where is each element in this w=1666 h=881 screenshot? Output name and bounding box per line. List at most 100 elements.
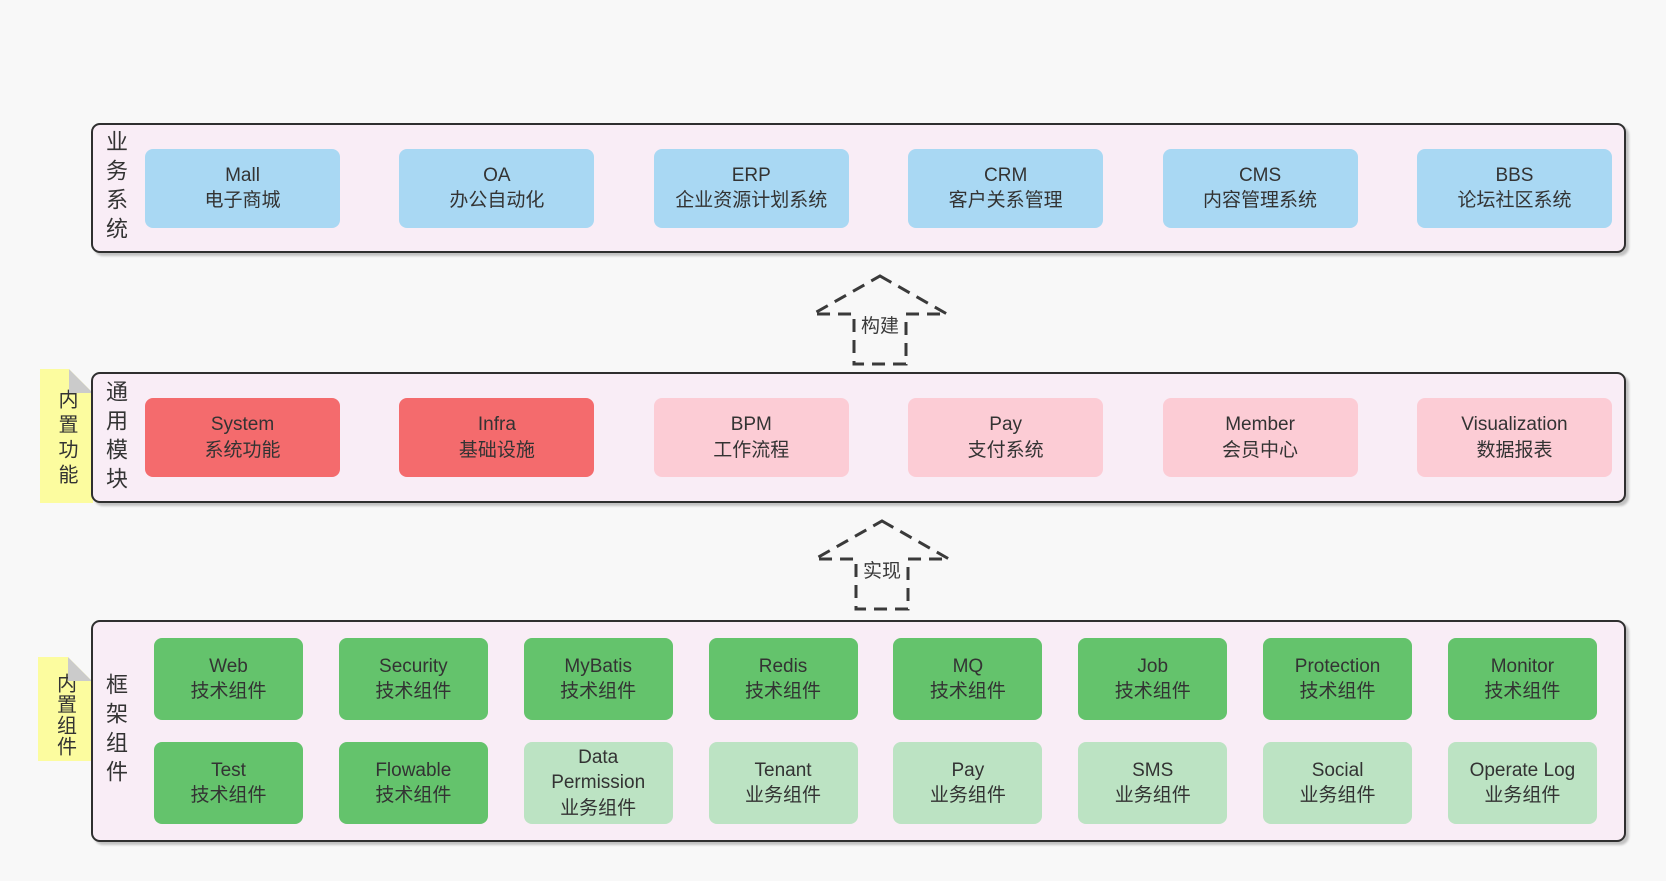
framework-row-1: Web 技术组件 Security 技术组件 MyBatis 技术组件 Redi… <box>154 638 1597 720</box>
section-common-modules: 通用模块 System 系统功能 Infra 基础设施 BPM 工作流程 Pay… <box>91 372 1626 503</box>
box-subtitle: 办公自动化 <box>449 190 545 211</box>
box-title: Data Permission <box>551 747 646 794</box>
section-label-business-systems: 业务系统 <box>103 130 128 246</box>
box-title: Mall <box>225 164 260 186</box>
box-title: Social <box>1311 759 1364 781</box>
section-business-systems: 业务系统 Mall 电子商城 OA 办公自动化 ERP 企业资源计划系统 CRM… <box>91 123 1626 253</box>
box-subtitle: 技术组件 <box>1299 681 1376 702</box>
section-content-business-systems: Mall 电子商城 OA 办公自动化 ERP 企业资源计划系统 CRM 客户关系… <box>137 125 1624 251</box>
arrow-up-icon <box>812 519 952 611</box>
box-flowable: Flowable 技术组件 <box>338 742 488 824</box>
box-subtitle: 业务组件 <box>745 785 822 806</box>
framework-row-2: Test 技术组件 Flowable 技术组件 Data Permission … <box>154 742 1597 824</box>
box-redis: Redis 技术组件 <box>708 638 858 720</box>
box-subtitle: 技术组件 <box>375 681 452 702</box>
section-content-framework-components: Web 技术组件 Security 技术组件 MyBatis 技术组件 Redi… <box>137 622 1624 840</box>
box-subtitle: 技术组件 <box>560 681 637 702</box>
box-member: Member 会员中心 <box>1162 398 1358 477</box>
section-framework-components: 框架组件 Web 技术组件 Security 技术组件 MyBatis 技术组件… <box>91 620 1626 842</box>
box-title: Web <box>209 655 248 677</box>
arrow-implement: 实现 <box>812 518 952 612</box>
box-title: Operate Log <box>1469 759 1576 781</box>
box-subtitle: 技术组件 <box>190 785 267 806</box>
section-label-common-modules: 通用模块 <box>103 379 128 496</box>
box-title: Visualization <box>1461 414 1568 436</box>
box-title: BPM <box>730 414 772 436</box>
note-fold-icon <box>68 657 92 681</box>
box-title: Monitor <box>1490 655 1555 677</box>
box-subtitle: 技术组件 <box>1114 681 1191 702</box>
box-pay: Pay 支付系统 <box>908 398 1104 477</box>
box-subtitle: 业务组件 <box>560 797 637 819</box>
box-pay-business: Pay 业务组件 <box>893 742 1043 824</box>
box-title: ERP <box>731 164 771 186</box>
box-data-permission: Data Permission 业务组件 <box>523 742 673 824</box>
box-subtitle: 数据报表 <box>1476 439 1553 461</box>
box-title: CMS <box>1238 164 1282 186</box>
box-bbs: BBS 论坛社区系统 <box>1416 148 1612 228</box>
box-mybatis: MyBatis 技术组件 <box>523 638 673 720</box>
box-title: MyBatis <box>564 655 632 677</box>
box-title: Test <box>211 759 246 781</box>
box-subtitle: 技术组件 <box>1484 681 1561 702</box>
box-security: Security 技术组件 <box>338 638 488 720</box>
box-subtitle: 内容管理系统 <box>1203 190 1318 211</box>
box-operate-log: Operate Log 业务组件 <box>1447 742 1597 824</box>
box-social: Social 业务组件 <box>1263 742 1413 824</box>
section-content-common-modules: System 系统功能 Infra 基础设施 BPM 工作流程 Pay 支付系统… <box>137 374 1624 501</box>
box-subtitle: 会员中心 <box>1222 439 1299 461</box>
box-subtitle: 技术组件 <box>375 785 452 806</box>
box-title: Infra <box>477 414 516 436</box>
box-title: BBS <box>1495 164 1534 186</box>
arrow-implement-label: 实现 <box>860 556 904 583</box>
box-subtitle: 论坛社区系统 <box>1457 190 1572 211</box>
box-protection: Protection 技术组件 <box>1263 638 1413 720</box>
box-mq: MQ 技术组件 <box>893 638 1043 720</box>
box-subtitle: 业务组件 <box>1299 785 1376 806</box>
sticky-note-text: 内置组件 <box>53 673 76 757</box>
sticky-note-builtin-features: 内置功能 <box>40 369 93 503</box>
box-subtitle: 业务组件 <box>1484 785 1561 806</box>
sticky-note-builtin-components: 内置组件 <box>38 657 92 761</box>
box-subtitle: 基础设施 <box>458 439 535 461</box>
box-system: System 系统功能 <box>145 398 340 477</box>
box-monitor: Monitor 技术组件 <box>1447 638 1597 720</box>
box-title: Protection <box>1294 655 1381 677</box>
box-subtitle: 电子商城 <box>204 190 281 211</box>
box-title: CRM <box>984 164 1028 186</box>
box-subtitle: 客户关系管理 <box>948 190 1063 211</box>
arrow-build: 构建 <box>810 273 950 367</box>
box-job: Job 技术组件 <box>1078 638 1228 720</box>
box-title: Pay <box>951 759 985 781</box>
section-label-framework-components: 框架组件 <box>103 673 128 789</box>
box-sms: SMS 业务组件 <box>1078 742 1228 824</box>
box-visualization: Visualization 数据报表 <box>1416 398 1612 477</box>
box-subtitle: 技术组件 <box>745 681 822 702</box>
box-test: Test 技术组件 <box>154 742 303 824</box>
arrow-build-label: 构建 <box>858 311 902 338</box>
box-title: Member <box>1225 414 1295 436</box>
arrow-up-icon <box>810 274 950 366</box>
box-title: Security <box>379 655 448 677</box>
box-title: Tenant <box>754 759 812 781</box>
box-subtitle: 系统功能 <box>204 439 281 461</box>
box-bpm: BPM 工作流程 <box>653 398 849 477</box>
box-title: SMS <box>1132 759 1174 781</box>
sticky-note-text: 内置功能 <box>55 389 77 489</box>
box-subtitle: 工作流程 <box>713 439 790 461</box>
box-title: System <box>210 414 275 436</box>
box-erp: ERP 企业资源计划系统 <box>653 148 849 228</box>
box-infra: Infra 基础设施 <box>399 398 595 477</box>
box-oa: OA 办公自动化 <box>399 148 595 228</box>
box-mall: Mall 电子商城 <box>145 148 340 228</box>
note-fold-icon <box>69 369 93 393</box>
box-title: MQ <box>952 655 984 677</box>
box-crm: CRM 客户关系管理 <box>908 148 1104 228</box>
box-title: Flowable <box>375 759 452 781</box>
box-subtitle: 业务组件 <box>929 785 1006 806</box>
box-subtitle: 技术组件 <box>190 681 267 702</box>
box-web: Web 技术组件 <box>154 638 303 720</box>
box-subtitle: 业务组件 <box>1114 785 1191 806</box>
box-title: Pay <box>989 414 1023 436</box>
